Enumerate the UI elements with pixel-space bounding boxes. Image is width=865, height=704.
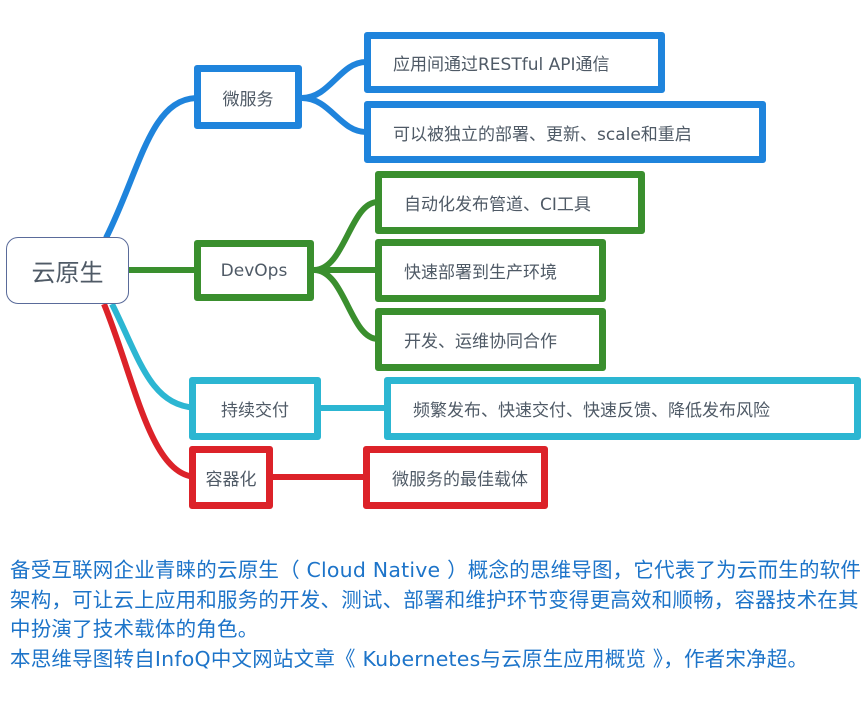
leaf-label: 可以被独立的部署、更新、scale和重启 xyxy=(393,124,692,145)
leaf-node[interactable]: 开发、运维协同合作 xyxy=(375,308,606,371)
caption: 备受互联网企业青睐的云原生（ Cloud Native ）概念的思维导图，它代表… xyxy=(10,556,862,674)
branch-label: 持续交付 xyxy=(221,401,289,421)
leaf-label: 应用间通过RESTful API通信 xyxy=(393,55,610,75)
root-node-label: 云原生 xyxy=(31,259,104,287)
leaf-label: 自动化发布管道、CI工具 xyxy=(404,195,591,215)
caption-paragraph-source: 本思维导图转自InfoQ中文网站文章《 Kubernetes与云原生应用概览 》… xyxy=(10,646,809,671)
leaf-node[interactable]: 频繁发布、快速交付、快速反馈、降低发布风险 xyxy=(384,377,861,440)
leaf-label: 微服务的最佳载体 xyxy=(392,470,528,490)
connector-devops-child-1 xyxy=(313,199,379,273)
connector-lines xyxy=(101,59,388,480)
root-node[interactable]: 云原生 xyxy=(6,237,129,304)
leaf-label: 频繁发布、快速交付、快速反馈、降低发布风险 xyxy=(413,401,770,421)
branch-label: DevOps xyxy=(220,260,288,281)
connector-ms-child-2 xyxy=(301,95,367,135)
branch-node-containerization[interactable]: 容器化 xyxy=(189,446,273,509)
branch-label: 容器化 xyxy=(205,470,257,490)
caption-paragraph-description: 备受互联网企业青睐的云原生（ Cloud Native ）概念的思维导图，它代表… xyxy=(10,558,862,641)
connector-root-containers xyxy=(101,302,197,480)
leaf-node[interactable]: 自动化发布管道、CI工具 xyxy=(375,171,645,234)
connector-root-cd xyxy=(109,302,197,411)
branch-node-devops[interactable]: DevOps xyxy=(194,240,314,301)
branch-node-microservices[interactable]: 微服务 xyxy=(194,65,302,129)
leaf-node[interactable]: 可以被独立的部署、更新、scale和重启 xyxy=(364,101,766,163)
mind-map: 云原生 微服务 应用间通过RESTful API通信 可以被独立的部署、更新、s… xyxy=(6,32,861,509)
leaf-label: 开发、运维协同合作 xyxy=(404,332,557,352)
branch-label: 微服务 xyxy=(222,89,274,110)
leaf-node[interactable]: 应用间通过RESTful API通信 xyxy=(364,32,665,93)
connector-devops-child-3 xyxy=(313,267,379,342)
connector-root-microservices xyxy=(103,95,197,240)
leaf-node[interactable]: 快速部署到生产环境 xyxy=(375,239,606,302)
branch-node-continuous-delivery[interactable]: 持续交付 xyxy=(189,377,321,440)
leaf-label: 快速部署到生产环境 xyxy=(404,263,557,283)
connector-ms-child-1 xyxy=(301,59,367,101)
leaf-node[interactable]: 微服务的最佳载体 xyxy=(363,446,548,509)
